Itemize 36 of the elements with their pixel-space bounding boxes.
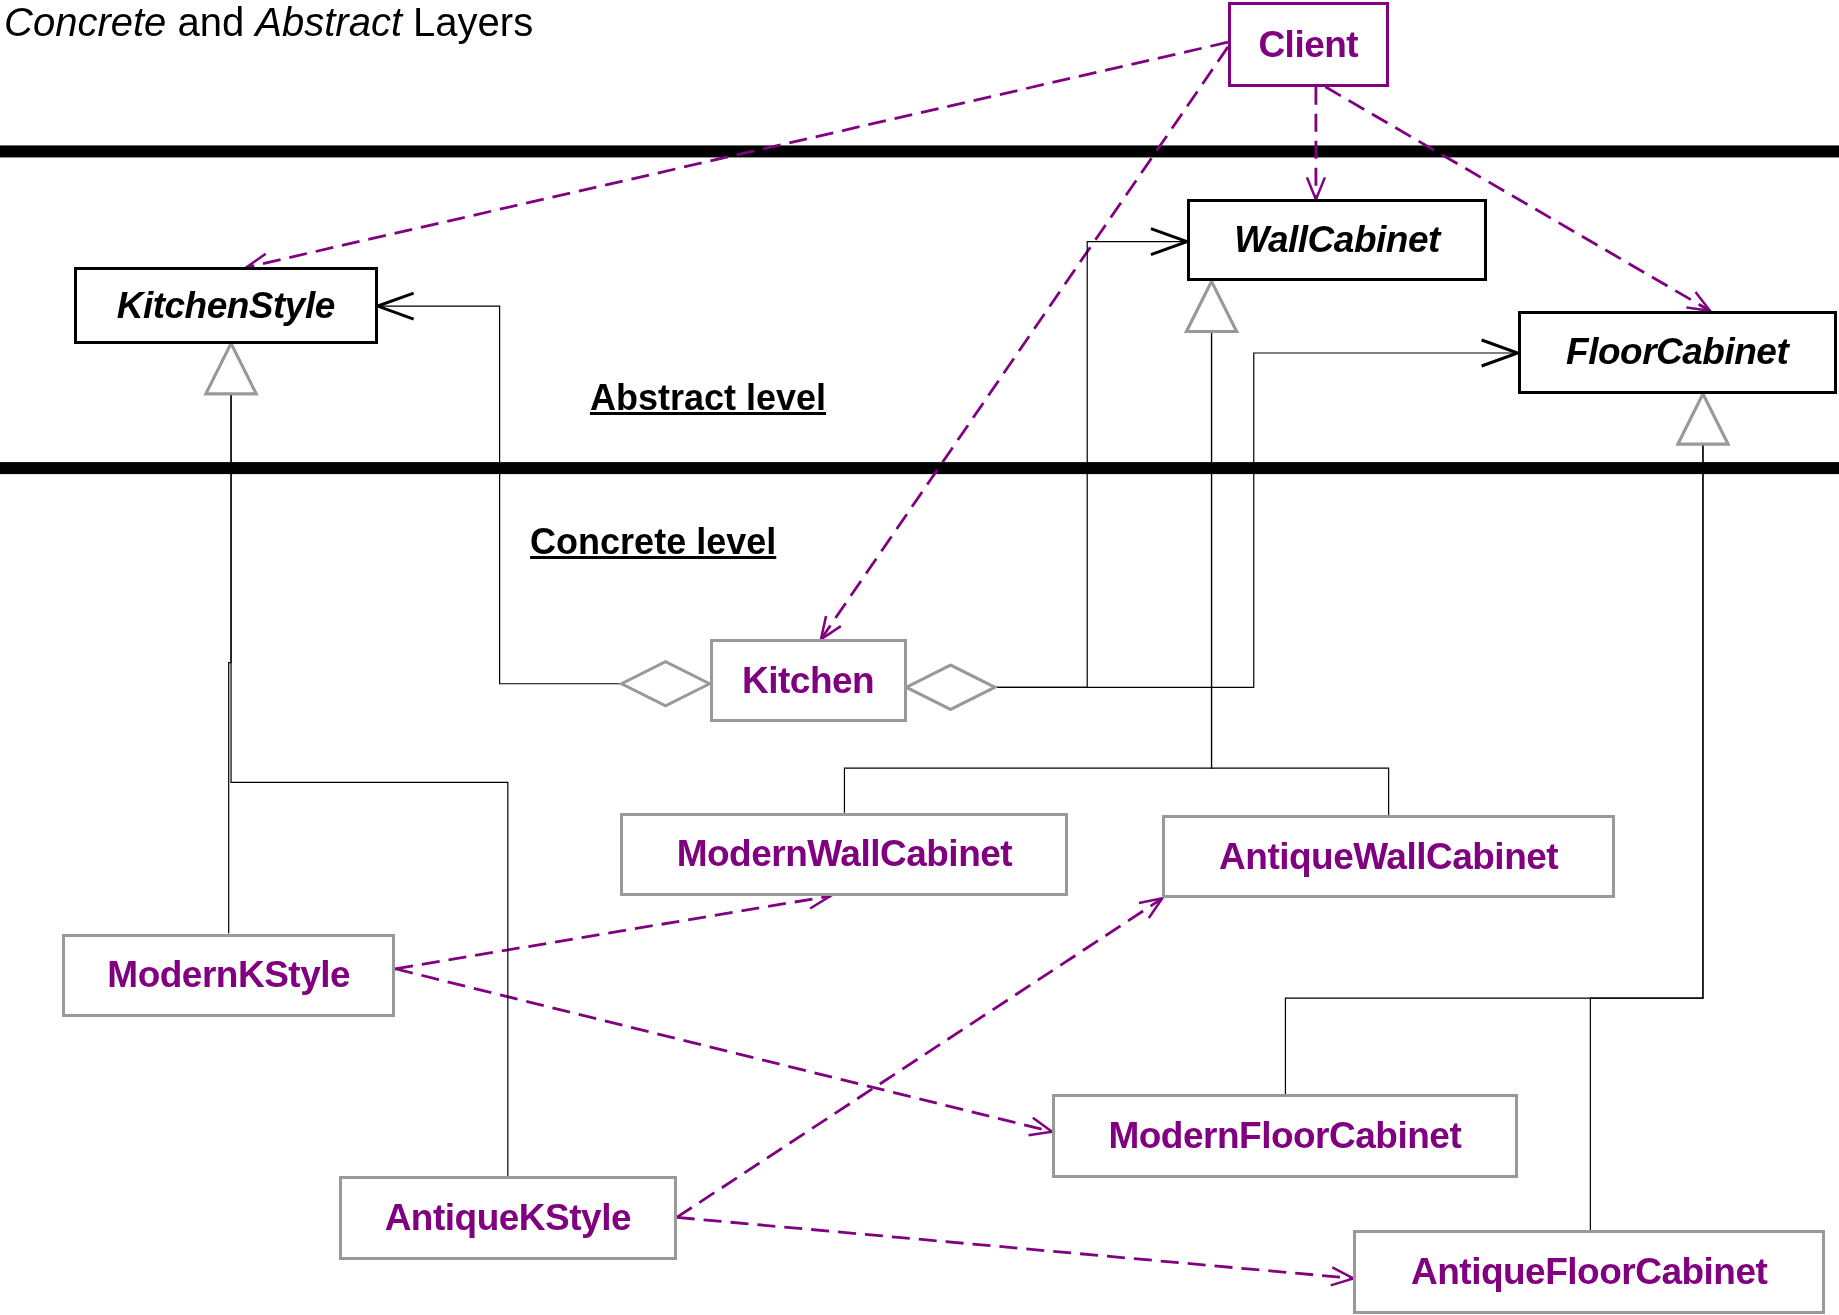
dependency-arrow <box>394 967 1054 1137</box>
abstract-class-box <box>1517 310 1837 395</box>
concrete-class-box <box>1353 1230 1825 1314</box>
class-name: AntiqueFloorCabinet <box>1411 1250 1768 1293</box>
concrete-class-box <box>1162 815 1615 899</box>
class-name: AntiqueKStyle <box>384 1196 631 1239</box>
dependency-arrow <box>676 1216 1355 1287</box>
client-box <box>1227 2 1389 87</box>
class-name: FloorCabinet <box>1566 331 1789 374</box>
dependency-arrow <box>819 46 1230 641</box>
level-label: Concrete level <box>530 521 777 563</box>
dependency-arrow <box>1324 85 1712 313</box>
class-name: AntiqueWallCabinet <box>1219 835 1559 878</box>
abstract-class-box <box>1186 199 1488 282</box>
class-name: ModernWallCabinet <box>676 833 1013 876</box>
dependency-arrow <box>1305 86 1327 201</box>
dependency-arrow <box>675 897 1164 1219</box>
diagram-title: Concrete and Abstract Layers <box>4 0 534 45</box>
concrete-class-box <box>709 639 907 723</box>
concrete-class-box <box>62 933 396 1017</box>
generalization-arrow <box>1185 280 1390 816</box>
aggregation-connector <box>905 338 1520 711</box>
generalization-arrow <box>204 342 509 1177</box>
concrete-class-box <box>1052 1094 1518 1178</box>
concrete-class-box <box>620 812 1069 897</box>
level-label: Abstract level <box>589 376 827 419</box>
class-name: WallCabinet <box>1234 219 1440 262</box>
class-name: Client <box>1258 23 1359 66</box>
class-name: KitchenStyle <box>116 284 335 327</box>
generalization-arrow <box>1589 392 1730 1231</box>
abstract-class-box <box>73 267 378 344</box>
aggregation-connector <box>376 291 712 708</box>
concrete-class-box <box>338 1176 677 1260</box>
class-name: ModernFloorCabinet <box>1108 1114 1462 1157</box>
class-name: ModernKStyle <box>107 954 351 997</box>
class-name: Kitchen <box>742 659 875 702</box>
